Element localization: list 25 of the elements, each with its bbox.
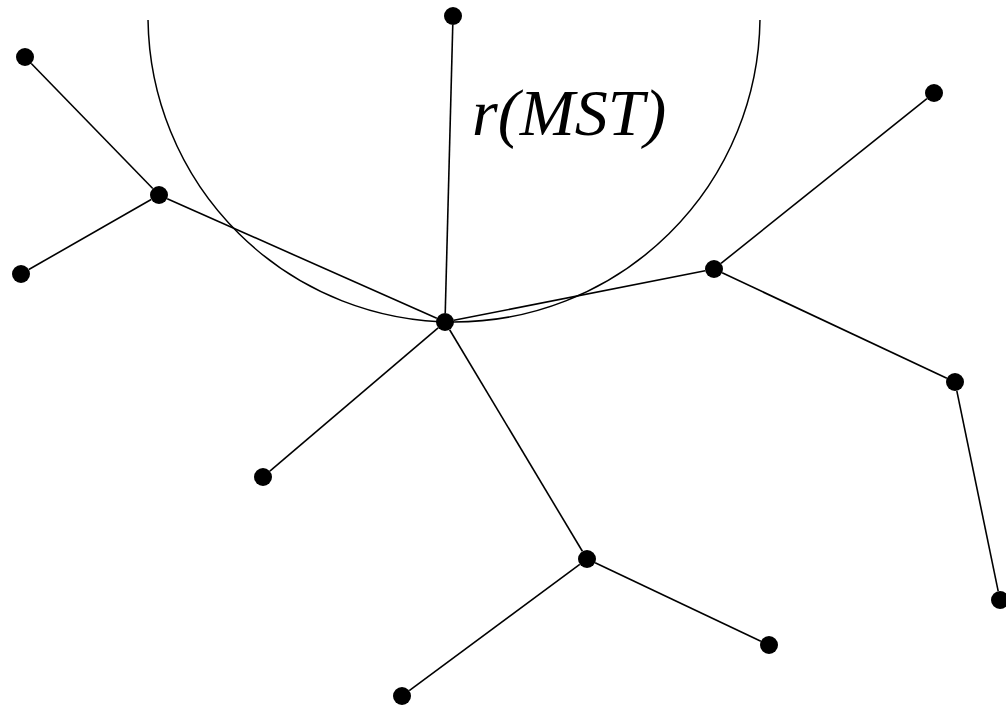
tree-edge	[721, 272, 948, 379]
tree-edge	[453, 269, 706, 322]
vertex-dot	[946, 373, 964, 391]
tree-edge	[956, 390, 999, 592]
tree-edge	[594, 562, 762, 642]
vertex-dot	[444, 7, 462, 25]
vertex-dot	[436, 313, 454, 331]
vertex-dot	[760, 636, 778, 654]
vertex-dot	[393, 687, 411, 705]
tree-edge	[166, 197, 438, 320]
tree-edge	[269, 327, 439, 472]
vertex-dot	[150, 186, 168, 204]
vertex-dot	[705, 260, 723, 278]
vertex-dot	[16, 48, 34, 66]
vertex-dot	[12, 265, 30, 283]
vertex-dot	[925, 84, 943, 102]
vertex-dot	[254, 468, 272, 486]
tree-edge	[30, 62, 154, 190]
tree-edge	[448, 328, 584, 553]
vertex-dot	[578, 550, 596, 568]
tree-edge	[28, 198, 152, 271]
tree-edge	[444, 24, 454, 314]
vertex-dot	[991, 591, 1006, 609]
tree-edge	[408, 563, 581, 692]
tree-edge	[720, 97, 928, 265]
